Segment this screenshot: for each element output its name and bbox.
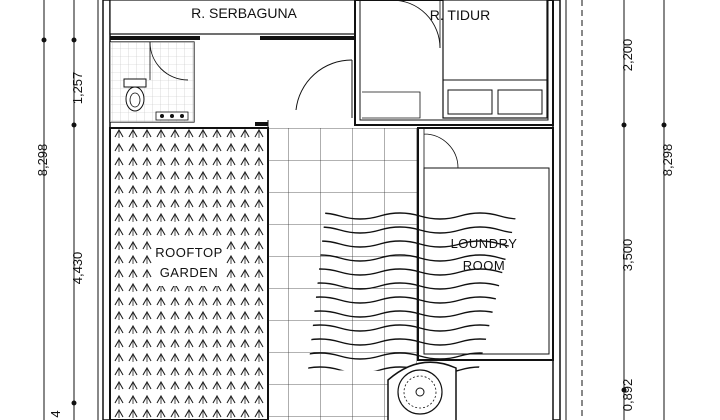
room-tidur: R. TIDUR [354,0,554,126]
dim-right-mid: 3,500 [620,239,635,272]
toilet-icon [123,78,147,112]
right-dimension-chain: 2,200 8,298 3,500 0,892 [620,0,675,420]
rooftop-label-line2: GARDEN [160,265,219,280]
dim-left-bottom: 4 [48,410,63,417]
tiled-floor [268,128,420,420]
dim-right-top: 2,200 [620,39,635,72]
laundry-label-line2: ROOM [463,258,505,273]
dim-right-total: 8,298 [660,144,675,177]
dim-left-total: 8,298 [35,144,50,177]
wardrobe-icon [362,0,441,119]
dim-left-mid: 4,430 [70,252,85,285]
dim-right-bottom: 0,892 [620,379,635,412]
floor-drain-icon [155,111,189,121]
door-swing [295,59,353,118]
dim-left-top: 1,257 [70,72,85,105]
left-dimension-chain: 1,257 8,298 4,430 4 [35,0,85,420]
rooftop-garden: ROOFTOP GARDEN [109,127,269,420]
room-label-tidur: R. TIDUR [430,7,490,23]
room-serbaguna: R. SERBAGUNA [109,0,360,40]
rooftop-label-line1: ROOFTOP [155,245,223,260]
bathroom [109,41,195,123]
room-label-serbaguna: R. SERBAGUNA [191,5,297,21]
bed-icon [442,0,548,119]
planter-icon [387,361,457,420]
laundry-label-line1: LOUNDRY [451,236,518,251]
